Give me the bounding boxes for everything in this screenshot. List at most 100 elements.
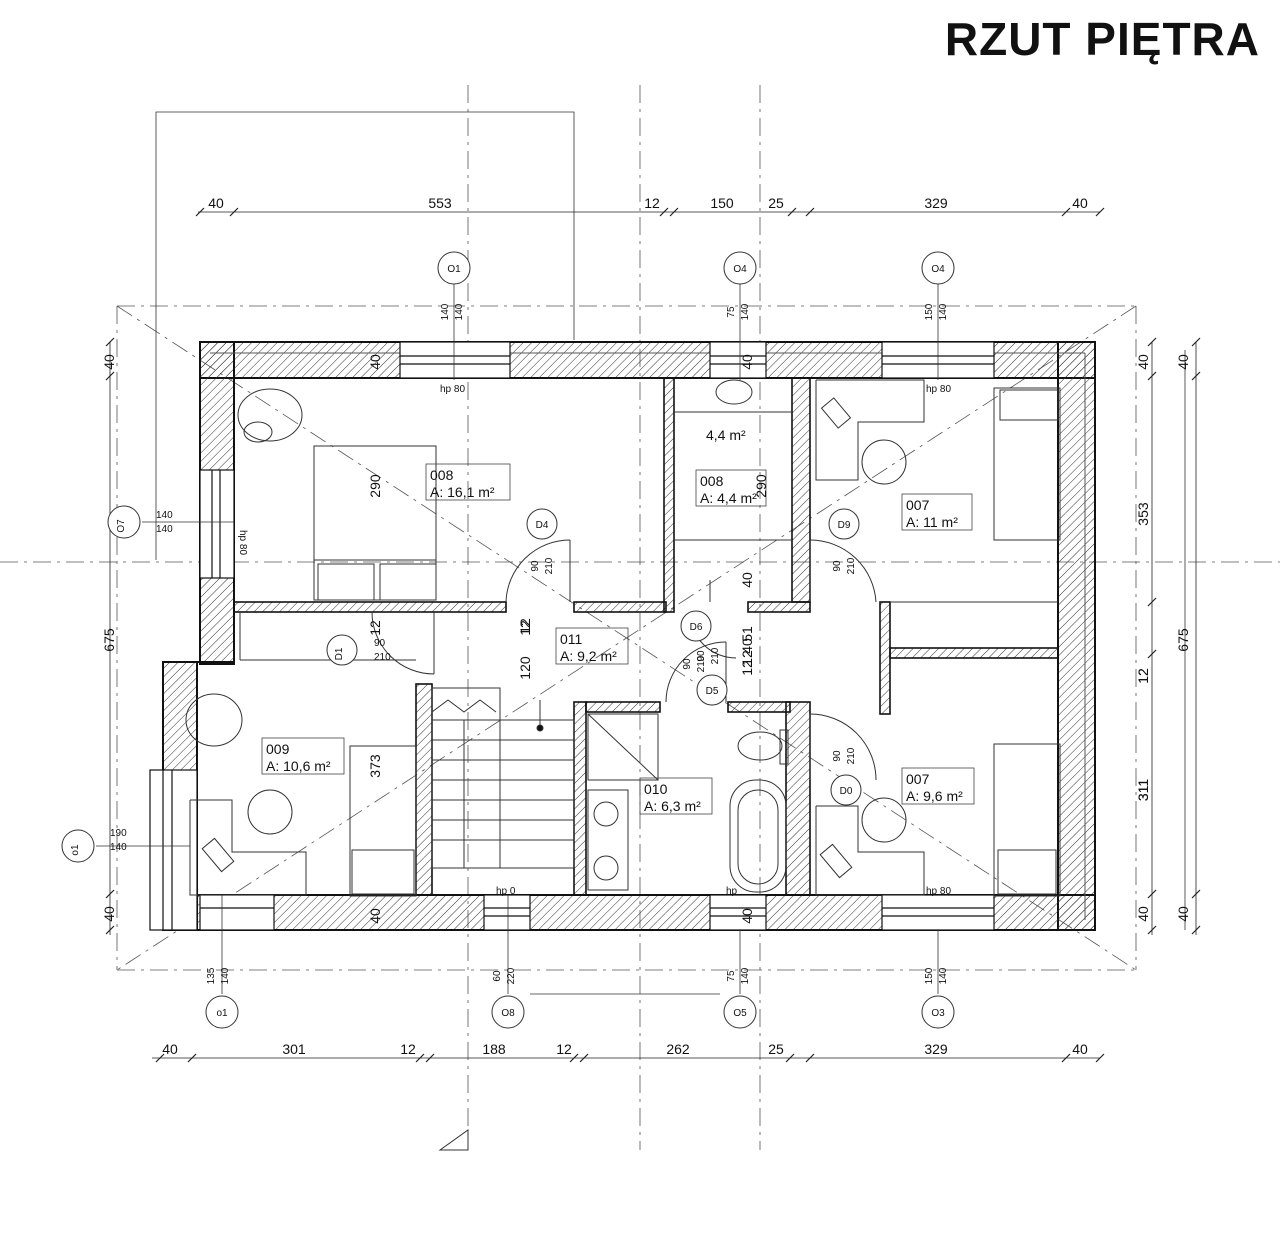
door-dim: 90 bbox=[832, 560, 843, 572]
dim-inner: 290 bbox=[753, 474, 769, 498]
dim-bottom: 12 bbox=[400, 1041, 416, 1057]
window-dim: 140 bbox=[110, 842, 127, 853]
window-dim: 150 bbox=[924, 967, 935, 984]
sill-label: hp 80 bbox=[926, 384, 951, 395]
window-dim: 140 bbox=[740, 303, 751, 320]
room-number: 008 bbox=[700, 473, 724, 489]
dim-bottom: 12 bbox=[556, 1041, 572, 1057]
window-tag: O4 bbox=[733, 264, 747, 275]
dim-inner: 40 bbox=[367, 908, 383, 924]
tag-leaders bbox=[96, 284, 939, 995]
room-number: 007 bbox=[906, 771, 930, 787]
dim-bottom: 25 bbox=[768, 1041, 784, 1057]
room-area: A: 10,6 m² bbox=[266, 758, 331, 774]
windows bbox=[149, 341, 995, 931]
dim-top: 553 bbox=[428, 195, 452, 211]
sill-label: hp bbox=[726, 886, 738, 897]
dim-inner: 40 bbox=[739, 638, 755, 654]
window-tag: O8 bbox=[501, 1008, 515, 1019]
door-tag: D9 bbox=[838, 520, 851, 531]
dim-bottom: 40 bbox=[162, 1041, 178, 1057]
dim-bottom: 40 bbox=[1072, 1041, 1088, 1057]
dimension-labels: 40 553 12 150 25 329 40 40 301 12 188 12 262 25 329 40 4… bbox=[101, 195, 1191, 1057]
room-area: A: 16,1 m² bbox=[430, 484, 495, 500]
dim-inner: 40 bbox=[739, 354, 755, 370]
window-dim: 140 bbox=[938, 967, 949, 984]
dim-left: 40 bbox=[101, 906, 117, 922]
window-tag: o1 bbox=[216, 1008, 228, 1019]
room-number: 009 bbox=[266, 741, 290, 757]
dim-top: 25 bbox=[768, 195, 784, 211]
staircase bbox=[431, 687, 575, 869]
dim-top: 329 bbox=[924, 195, 948, 211]
room-label-boxes bbox=[261, 463, 975, 815]
dimension-lines bbox=[109, 211, 1197, 1059]
door-tag: D0 bbox=[840, 786, 853, 797]
dim-inner: 12 bbox=[517, 618, 533, 634]
dim-right-inner: 311 bbox=[1135, 779, 1151, 802]
dimension-ticks bbox=[105, 207, 1201, 1063]
room-number: 007 bbox=[906, 497, 930, 513]
room-number: 008 bbox=[430, 467, 454, 483]
window-tag: O1 bbox=[447, 264, 461, 275]
window-dim: 140 bbox=[220, 967, 231, 984]
dim-inner: 12 bbox=[367, 620, 383, 636]
window-tag: O3 bbox=[931, 1008, 945, 1019]
dim-right-inner: 353 bbox=[1135, 502, 1151, 526]
window-tag: o1 bbox=[70, 844, 81, 856]
dim-inner: 12 bbox=[517, 620, 533, 636]
dim-inner: 40 bbox=[739, 908, 755, 924]
roof-outline bbox=[155, 111, 1186, 930]
dim-right-inner: 40 bbox=[1135, 354, 1151, 370]
door-tag: D1 bbox=[334, 647, 345, 660]
room-area: A: 6,3 m² bbox=[644, 798, 701, 814]
door-dim: 90 bbox=[682, 658, 693, 670]
door-dim: 90 bbox=[530, 560, 541, 572]
window-dim: 75 bbox=[726, 970, 737, 982]
room-area: A: 11 m² bbox=[906, 514, 958, 530]
dim-inner: 12 bbox=[739, 660, 755, 676]
plan-title: RZUT PIĘTRA bbox=[944, 13, 1260, 65]
dim-right-outer: 675 bbox=[1175, 628, 1191, 652]
door-dim: 210 bbox=[846, 557, 857, 574]
window-tag: O5 bbox=[733, 1008, 747, 1019]
dim-right-inner: 12 bbox=[1135, 668, 1151, 684]
dim-right-outer: 40 bbox=[1175, 354, 1191, 370]
dim-right-outer: 40 bbox=[1175, 906, 1191, 922]
door-dim: 210 bbox=[846, 747, 857, 764]
dim-inner: 40 bbox=[367, 354, 383, 370]
room-number: 010 bbox=[644, 781, 668, 797]
doors bbox=[371, 539, 877, 781]
room-area: A: 4,4 m² bbox=[700, 490, 757, 506]
dim-left: 40 bbox=[101, 354, 117, 370]
door-dim: 90 bbox=[374, 638, 386, 649]
sill-label: hp 0 bbox=[496, 886, 516, 897]
dim-bottom: 329 bbox=[924, 1041, 948, 1057]
interior-walls bbox=[233, 377, 1059, 896]
door-dim: 210 bbox=[710, 647, 721, 664]
window-dim: 140 bbox=[440, 303, 451, 320]
door-dim: 210 bbox=[374, 652, 391, 663]
window-dim: 140 bbox=[740, 967, 751, 984]
window-dim: 60 bbox=[492, 970, 503, 982]
room-area: A: 9,2 m² bbox=[560, 648, 617, 664]
door-tag: D5 bbox=[706, 686, 719, 697]
door-dim: 90 bbox=[832, 750, 843, 762]
dim-bottom: 262 bbox=[666, 1041, 690, 1057]
window-dim: 75 bbox=[726, 306, 737, 318]
dim-inner: 120 bbox=[517, 656, 533, 680]
room-number: 011 bbox=[560, 631, 583, 647]
dim-left: 675 bbox=[101, 628, 117, 652]
dim-inner: 51 bbox=[739, 626, 755, 642]
window-tag: O4 bbox=[931, 264, 945, 275]
dim-top: 40 bbox=[208, 195, 224, 211]
window-dim: 190 bbox=[110, 828, 127, 839]
dim-top: 150 bbox=[710, 195, 734, 211]
dim-bottom: 301 bbox=[282, 1041, 306, 1057]
dim-bottom: 188 bbox=[482, 1041, 506, 1057]
dim-top: 40 bbox=[1072, 195, 1088, 211]
dim-inner: 373 bbox=[367, 754, 383, 778]
